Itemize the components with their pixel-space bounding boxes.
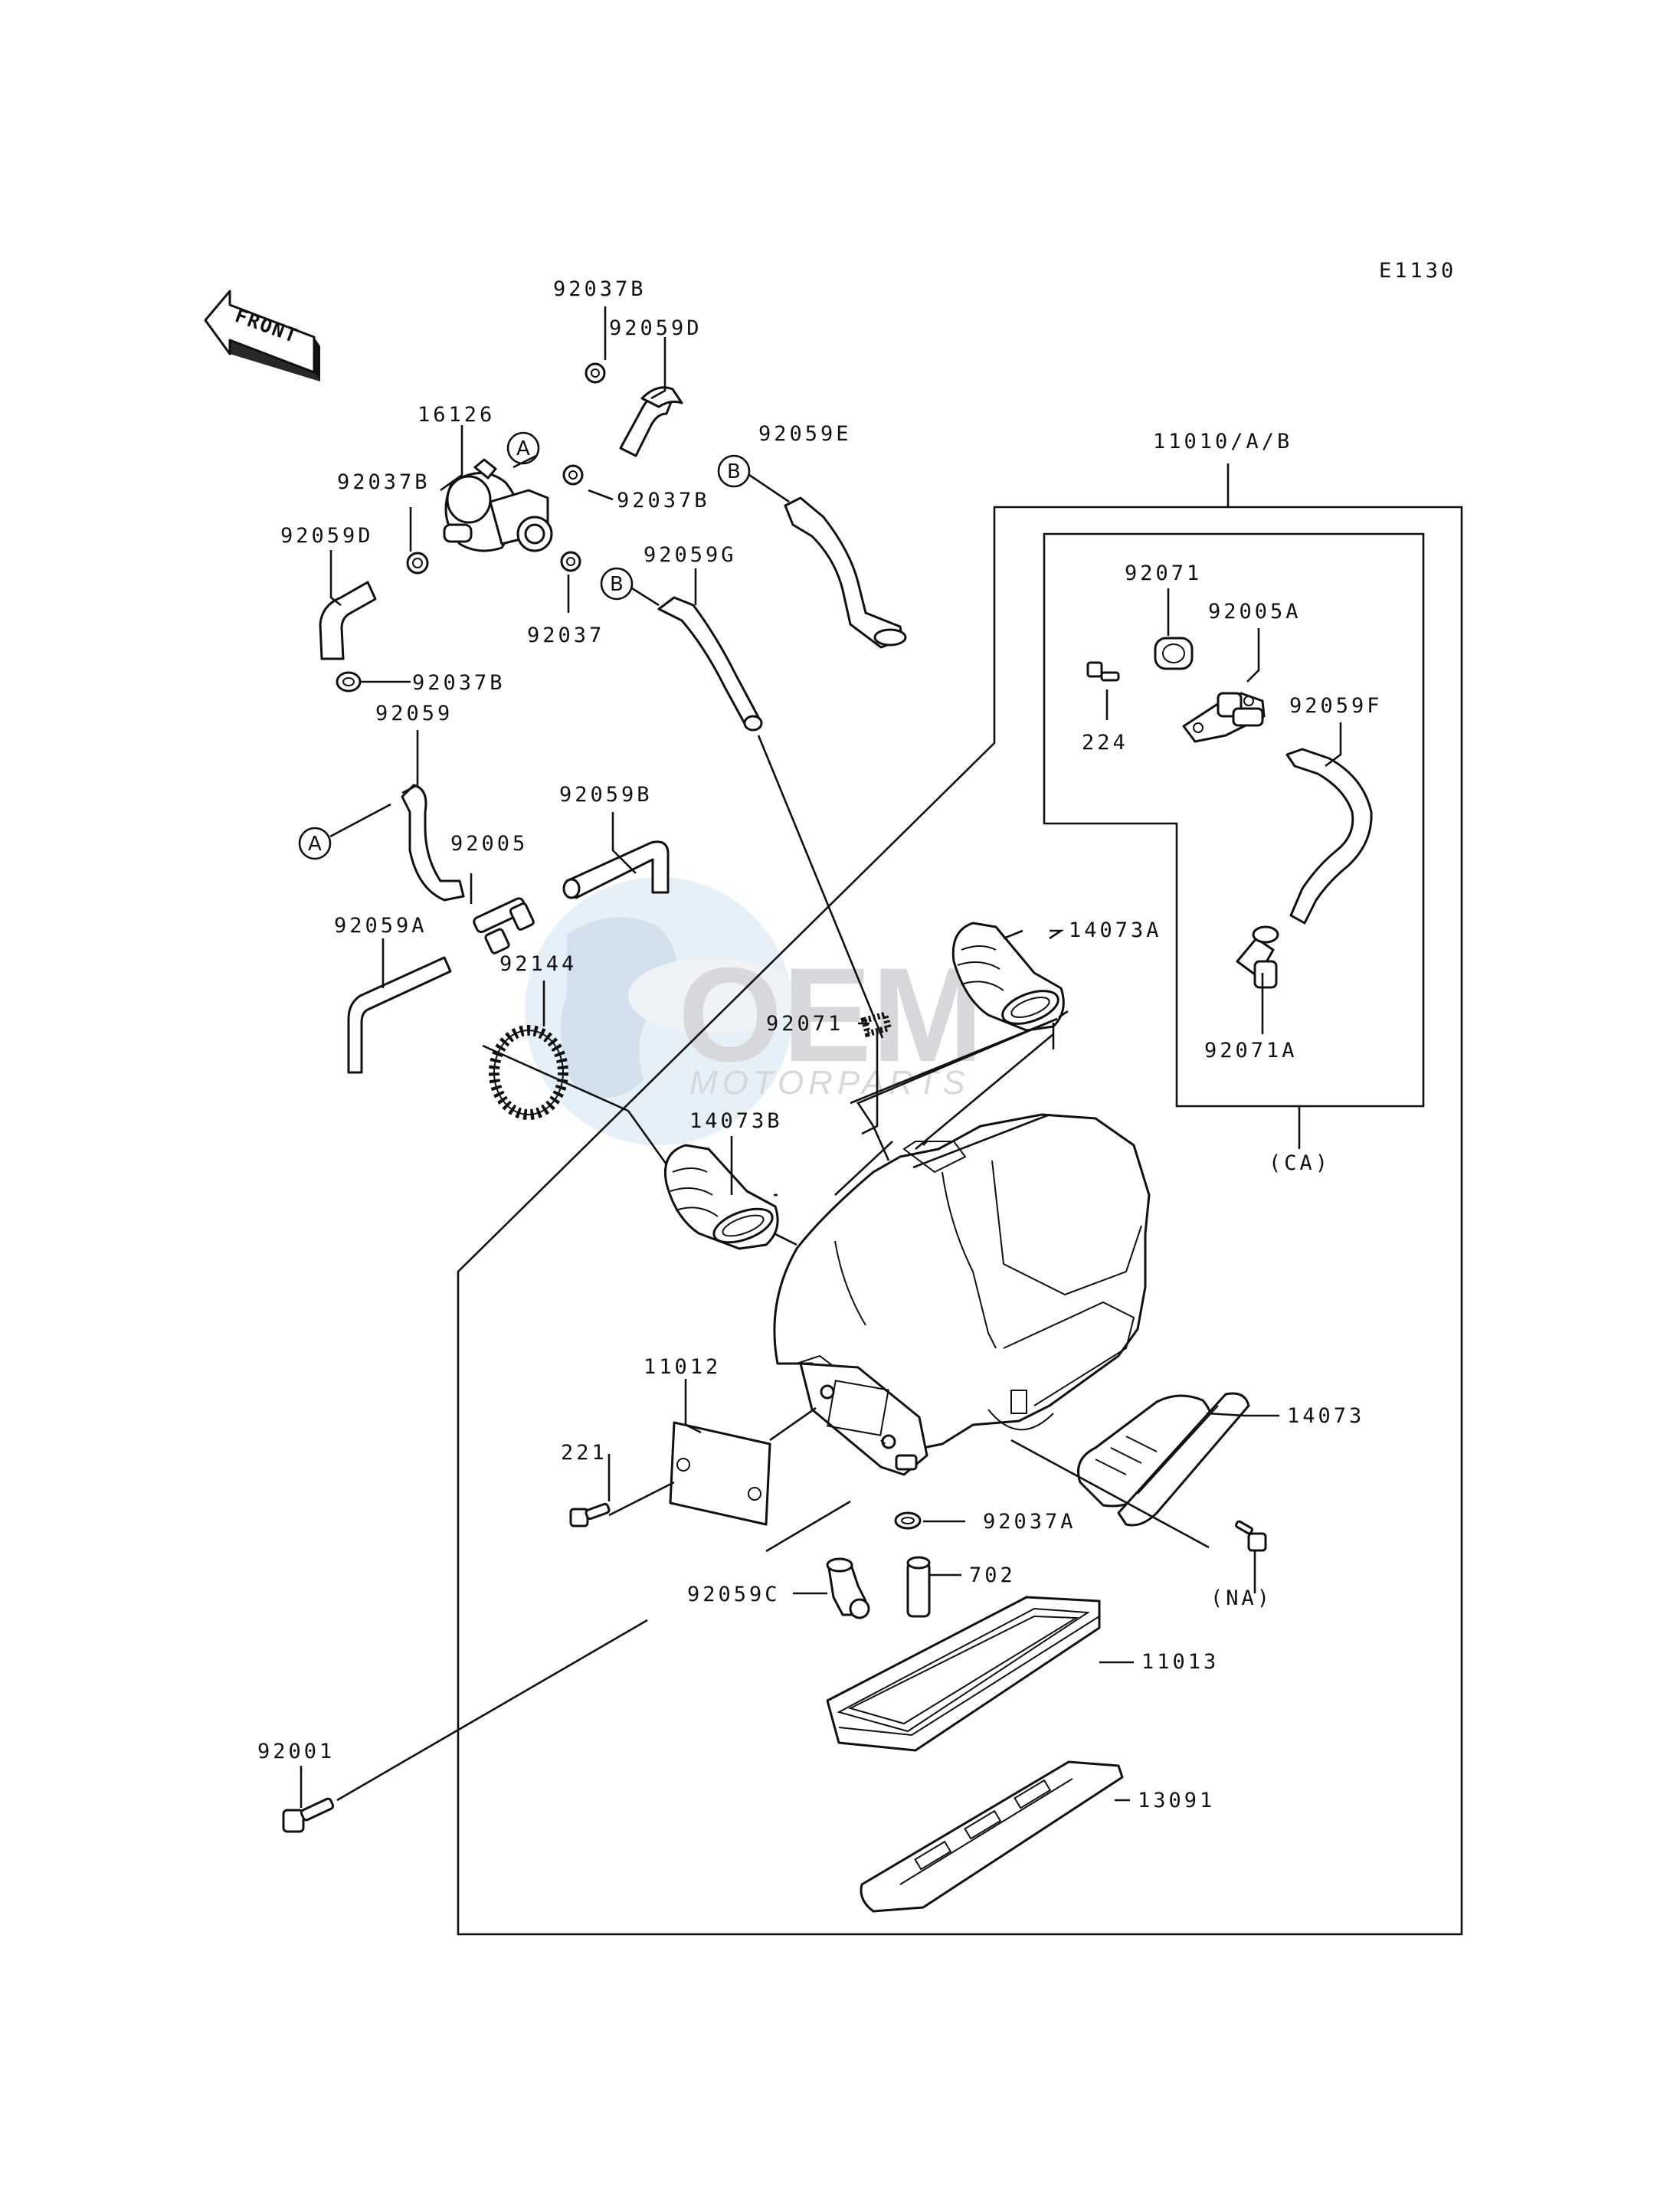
- label-92037B-top: 92037B: [553, 277, 647, 301]
- bolt-221: [569, 1502, 611, 1527]
- svg-text:A: A: [308, 833, 322, 856]
- hose-702: [906, 1556, 931, 1618]
- label-92037B-low: 92037B: [412, 671, 506, 695]
- label-92059: 92059: [375, 702, 453, 725]
- bolt-224: [1086, 661, 1120, 682]
- label-NA: (NA): [1210, 1586, 1272, 1610]
- hose-92059D-left: [319, 581, 377, 660]
- label-11013: 11013: [1141, 1650, 1219, 1674]
- label-92071: 92071: [766, 1012, 843, 1036]
- label-92144: 92144: [499, 952, 577, 976]
- label-11012: 11012: [644, 1355, 721, 1379]
- assembly-outline: [457, 463, 1463, 1936]
- label-92071A: 92071A: [1204, 1039, 1298, 1062]
- callout-a-left: A: [298, 827, 332, 860]
- svg-text:B: B: [727, 460, 741, 483]
- label-11010: 11010/A/B: [1153, 430, 1292, 453]
- hose-92059B: [565, 840, 670, 899]
- clamp-92037A: [894, 1511, 922, 1530]
- spring-92144: [489, 1025, 568, 1120]
- label-92037A: 92037A: [983, 1510, 1076, 1534]
- label-92059F: 92059F: [1289, 694, 1383, 718]
- label-92059D-top: 92059D: [609, 316, 702, 340]
- clip-92037B-left: [406, 552, 429, 575]
- label-13091: 13091: [1138, 1789, 1215, 1812]
- leader-lines: [300, 306, 1342, 1808]
- label-221: 221: [561, 1441, 607, 1465]
- duct-14073: [1077, 1392, 1250, 1527]
- watermark-sub: MOTORPARTS: [689, 1064, 970, 1102]
- label-92059G: 92059G: [644, 543, 737, 567]
- duct-14073A: [951, 922, 1065, 1032]
- part-16126: [443, 458, 553, 552]
- front-arrow-icon: FRONT: [204, 290, 320, 381]
- label-92059E: 92059E: [758, 422, 852, 446]
- svg-text:B: B: [610, 573, 624, 596]
- duct-14073B: [663, 1144, 779, 1250]
- plate-11012: [669, 1421, 771, 1526]
- part-labels: 92037B 92059D 16126 92059E 11010/A/B 920…: [257, 277, 1383, 1812]
- label-14073: 14073: [1287, 1404, 1364, 1428]
- label-92059B: 92059B: [559, 783, 653, 807]
- hose-92059F: [1285, 748, 1373, 925]
- label-14073B: 14073B: [689, 1109, 783, 1133]
- label-224: 224: [1082, 731, 1128, 755]
- elbow-92071A: [1236, 925, 1279, 989]
- label-92059D-left: 92059D: [280, 524, 374, 548]
- label-92059C: 92059C: [687, 1583, 781, 1606]
- watermark-brand: OEM: [678, 941, 984, 1090]
- label-14073A: 14073A: [1069, 918, 1162, 942]
- label-CA: (CA): [1269, 1151, 1331, 1175]
- clip-92037B-mid: [562, 464, 584, 486]
- watermark-logo: OEM MOTORPARTS: [525, 877, 984, 1145]
- grommet-92071-box: [1154, 637, 1194, 670]
- callout-b-right: B: [717, 454, 751, 488]
- elbow-92059C: [826, 1557, 870, 1619]
- label-702: 702: [969, 1563, 1016, 1587]
- hose-92059A: [347, 956, 452, 1074]
- label-92005: 92005: [450, 832, 528, 856]
- diagram-code: E1130: [1379, 259, 1456, 283]
- label-92037B-mid: 92037B: [617, 489, 710, 512]
- label-92059A: 92059A: [334, 914, 427, 938]
- hose-92059E: [784, 496, 904, 649]
- label-92005A: 92005A: [1208, 600, 1302, 624]
- hose-92059G: [657, 596, 761, 729]
- svg-text:A: A: [516, 437, 530, 460]
- bolt-92001: [282, 1797, 335, 1833]
- valve-92005A: [1182, 692, 1266, 743]
- air-box-body: [773, 1113, 1151, 1476]
- callout-a-top: A: [506, 431, 540, 465]
- callout-b-mid: B: [600, 567, 634, 601]
- label-16126: 16126: [418, 403, 495, 427]
- clip-92037B-top: [585, 362, 606, 384]
- filter-11013: [826, 1596, 1101, 1752]
- hose-92059: [401, 784, 465, 902]
- screw-NA: [1235, 1520, 1267, 1552]
- cover-13091: [860, 1760, 1124, 1913]
- clip-92037B-low: [336, 671, 362, 692]
- label-92037: 92037: [527, 624, 604, 647]
- label-92037B-left: 92037B: [337, 470, 431, 494]
- clip-92037: [560, 551, 581, 572]
- label-92001: 92001: [257, 1740, 335, 1763]
- label-92071-box: 92071: [1125, 562, 1202, 585]
- tee-92005: [473, 897, 535, 954]
